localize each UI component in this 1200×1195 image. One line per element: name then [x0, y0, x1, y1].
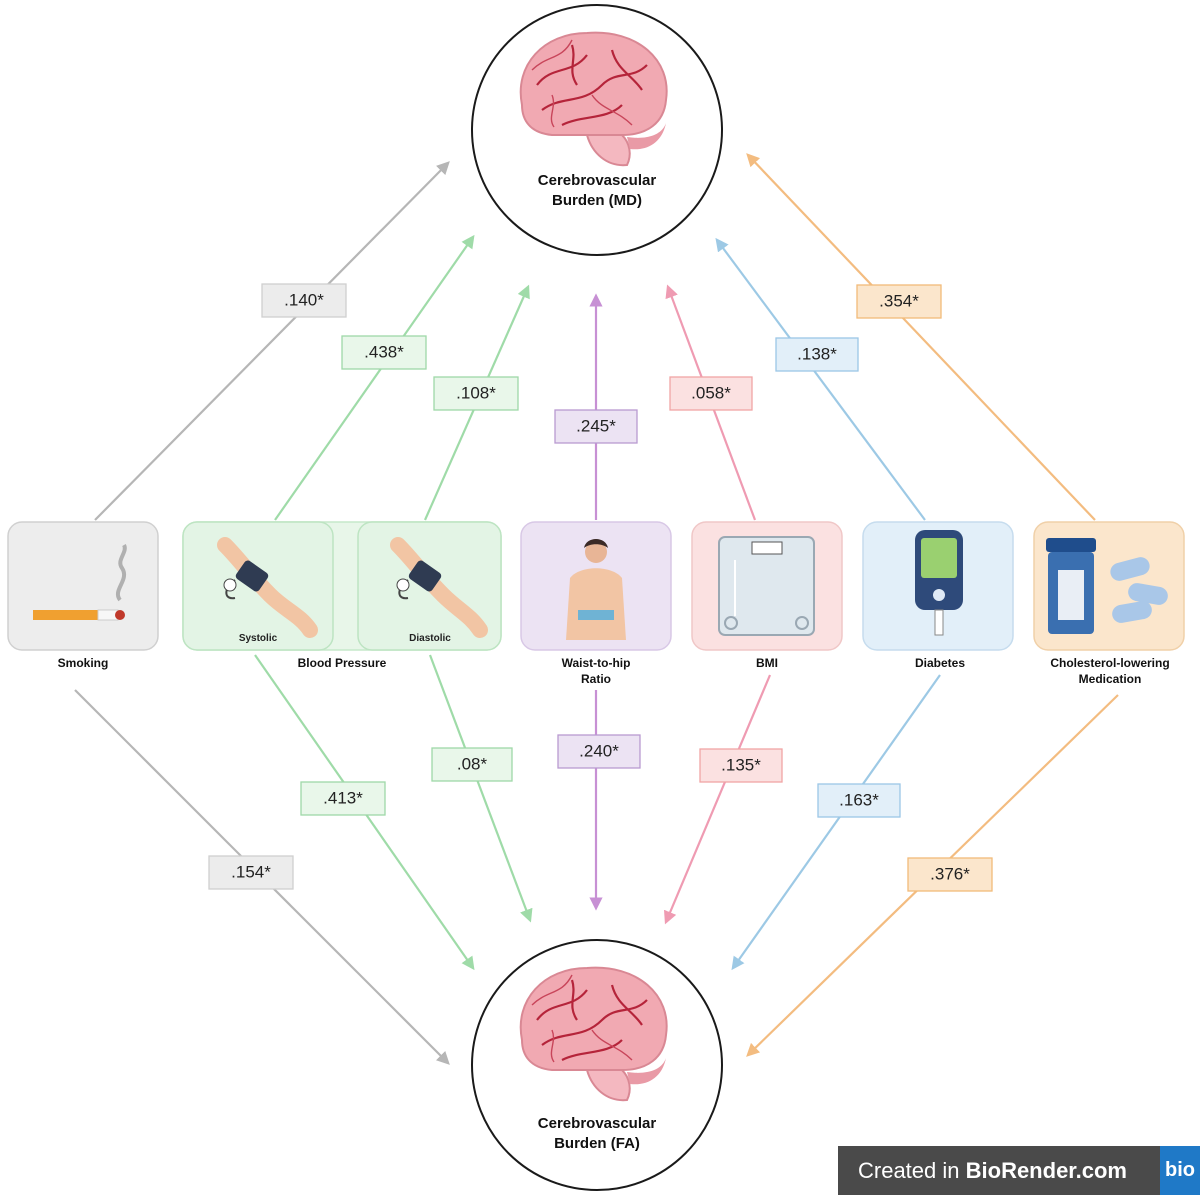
factor-chol-label-line1: Cholesterol-lowering	[1050, 656, 1169, 670]
svg-text:.058*: .058*	[691, 383, 731, 402]
coef-systolic-md: .438*	[341, 335, 427, 370]
scale-icon	[718, 536, 815, 636]
outcome-fa-title-line1: Cerebrovascular	[538, 1115, 657, 1132]
path-systolic-to-md	[274, 234, 475, 521]
coef-chol-fa: .376*	[907, 857, 993, 892]
outcome-fa-title-line2: Burden (FA)	[554, 1135, 640, 1152]
coef-whr-md: .245*	[554, 409, 638, 444]
coef-smoking-fa: .154*	[208, 855, 294, 890]
coef-diastolic-fa: .08*	[431, 747, 513, 782]
factor-diabetes: Diabetes	[862, 521, 1014, 670]
blood-pressure-cuff-icon	[217, 537, 318, 638]
blood-pressure-cuff-icon	[390, 537, 488, 638]
outcome-md-node: Cerebrovascular Burden (MD)	[471, 4, 723, 256]
pill-bottle-icon	[1046, 538, 1168, 634]
coef-chol-md: .354*	[856, 284, 942, 319]
outcome-md-title-line2: Burden (MD)	[552, 192, 642, 209]
factor-bmi: BMI	[691, 521, 843, 670]
watermark-text: Created in BioRender.com	[838, 1158, 1160, 1184]
factor-smoking: Smoking	[7, 521, 159, 670]
factor-whr-label-line2: Ratio	[581, 672, 611, 686]
svg-text:.240*: .240*	[579, 741, 619, 760]
glucometer-icon	[915, 530, 963, 636]
factor-chol: Cholesterol-lowering Medication	[1033, 521, 1185, 686]
path-diabetes-to-md	[715, 237, 926, 521]
factor-whr: Waist-to-hip Ratio	[520, 521, 672, 686]
svg-text:.354*: .354*	[879, 291, 919, 310]
factor-bmi-label: BMI	[756, 656, 778, 670]
factor-chol-label-line2: Medication	[1079, 672, 1142, 686]
coef-bmi-md: .058*	[669, 376, 753, 411]
factor-blood-pressure-label: Blood Pressure	[298, 656, 387, 670]
coef-bmi-fa: .135*	[699, 748, 783, 783]
path-chol-to-md	[746, 153, 1096, 521]
factor-blood-pressure: Systolic Diastolic Blood Pressure	[182, 521, 502, 670]
svg-text:.154*: .154*	[231, 862, 271, 881]
outcome-fa-node: Cerebrovascular Burden (FA)	[471, 939, 723, 1191]
outcome-md-title-line1: Cerebrovascular	[538, 172, 657, 189]
svg-text:.08*: .08*	[457, 754, 488, 773]
path-smoking-to-md	[94, 161, 450, 521]
coef-smoking-md: .140*	[261, 283, 347, 318]
factor-smoking-label: Smoking	[58, 656, 109, 670]
factor-whr-label-line1: Waist-to-hip	[562, 656, 631, 670]
watermark-brand: BioRender.com	[965, 1157, 1127, 1183]
cigarette-icon	[33, 544, 127, 621]
path-diastolic-to-fa	[428, 654, 533, 923]
svg-text:.413*: .413*	[323, 788, 363, 807]
systolic-label: Systolic	[239, 633, 278, 644]
coef-diabetes-fa: .163*	[817, 783, 901, 818]
path-bmi-to-fa	[664, 674, 772, 925]
svg-text:.438*: .438*	[364, 342, 404, 361]
coef-diabetes-md: .138*	[775, 337, 859, 372]
svg-text:.108*: .108*	[456, 383, 496, 402]
coef-diastolic-md: .108*	[433, 376, 519, 411]
path-diabetes-to-fa	[731, 674, 941, 971]
coef-whr-fa: .240*	[557, 734, 641, 769]
diastolic-label: Diastolic	[409, 633, 451, 644]
svg-text:.135*: .135*	[721, 755, 761, 774]
svg-text:.163*: .163*	[839, 790, 879, 809]
biorender-logo: bio	[1160, 1146, 1200, 1195]
factor-diabetes-label: Diabetes	[915, 656, 965, 670]
biorender-watermark[interactable]: Created in BioRender.com bio	[838, 1146, 1200, 1195]
svg-text:.140*: .140*	[284, 290, 324, 309]
watermark-prefix: Created in	[858, 1157, 966, 1183]
torso-icon	[566, 539, 626, 640]
svg-text:.245*: .245*	[576, 416, 616, 435]
coef-systolic-fa: .413*	[300, 781, 386, 816]
svg-text:.138*: .138*	[797, 344, 837, 363]
svg-text:.376*: .376*	[930, 864, 970, 883]
